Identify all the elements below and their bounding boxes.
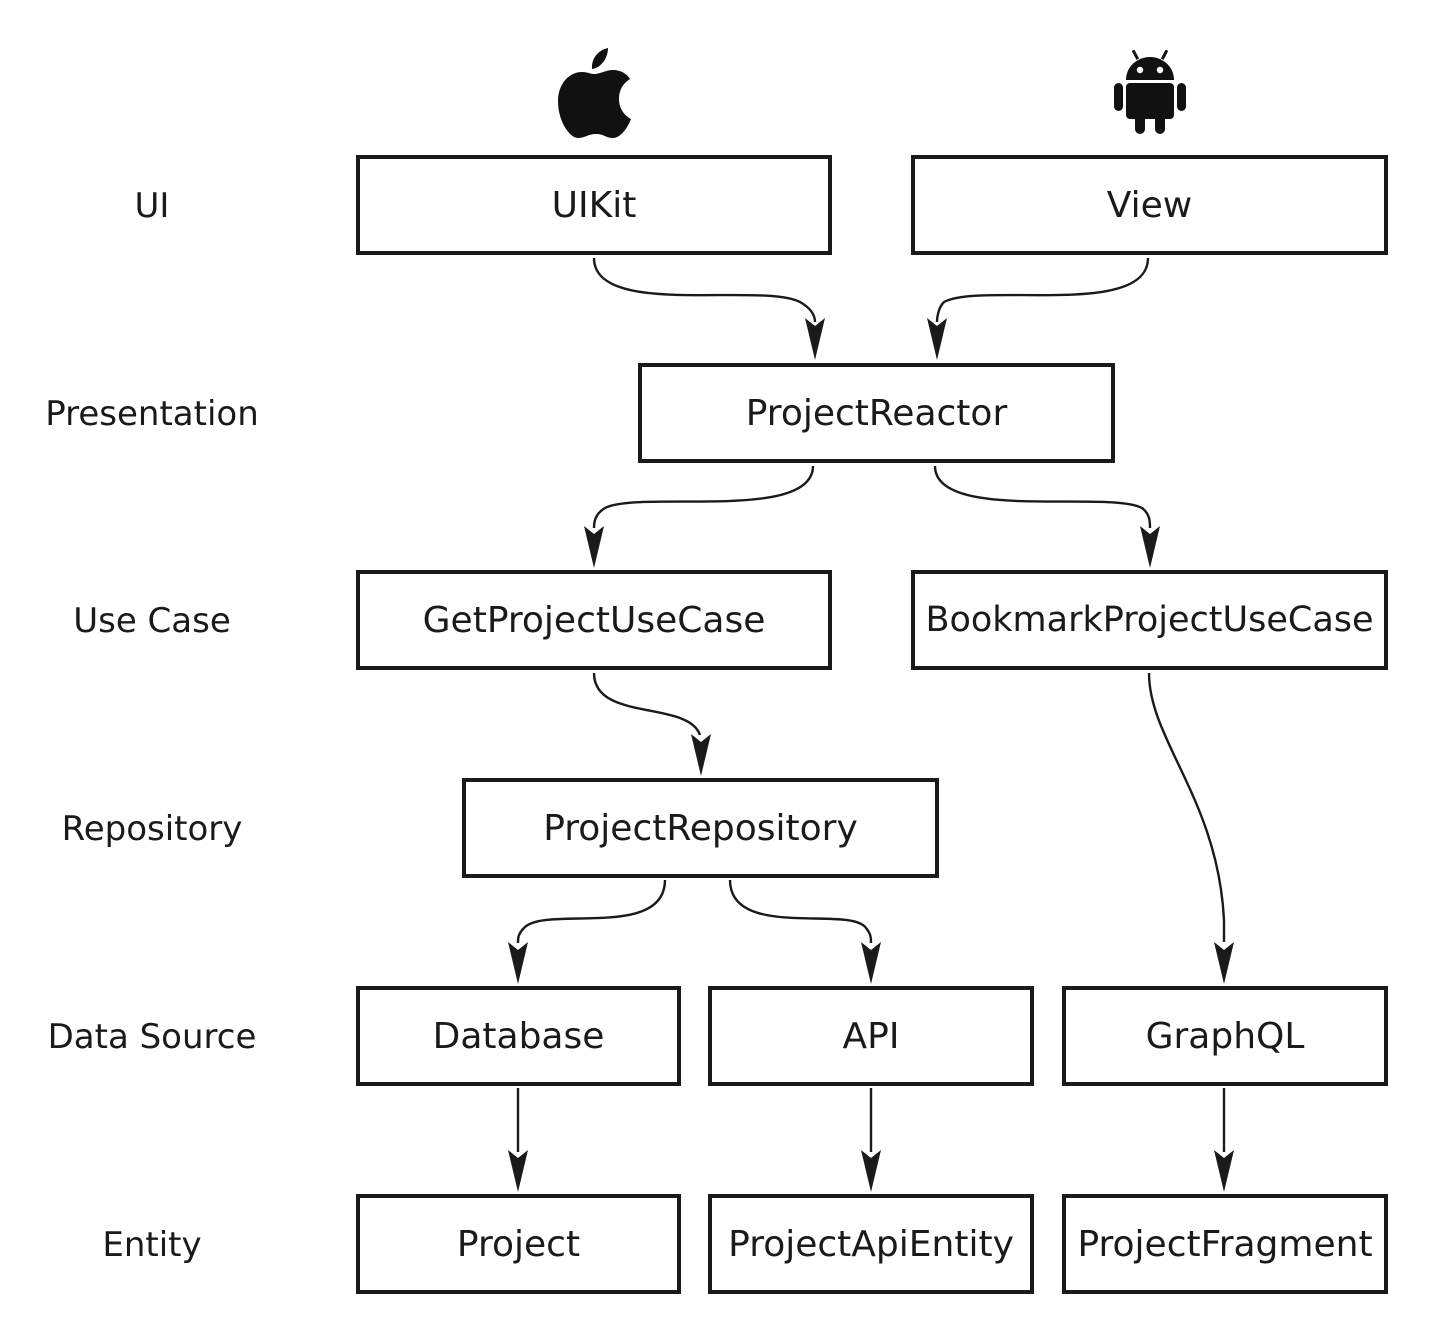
node-api: API	[708, 986, 1034, 1086]
node-project-repository: ProjectRepository	[462, 778, 939, 878]
arrowhead	[927, 318, 947, 360]
edge-project-repository-to-api	[728, 879, 873, 944]
node-graphql: GraphQL	[1062, 986, 1388, 1086]
edge-project-reactor-to-bookmark-project-use-case	[933, 465, 1152, 529]
arrowhead	[805, 318, 825, 360]
arrowhead	[861, 942, 881, 984]
node-project: Project	[356, 1194, 681, 1294]
apple-logo-icon	[558, 48, 631, 138]
edge-get-project-use-case-to-project-repository	[592, 672, 702, 736]
layer-label-use-case: Use Case	[73, 601, 231, 641]
node-project-fragment: ProjectFragment	[1062, 1194, 1388, 1294]
arrowhead	[1140, 526, 1160, 568]
edge-project-reactor-to-get-project-use-case	[592, 465, 815, 529]
node-bookmark-project-use-case: BookmarkProjectUseCase	[911, 570, 1388, 670]
layer-label-repository: Repository	[61, 809, 243, 849]
layer-label-presentation: Presentation	[45, 394, 259, 434]
layer-label-entity: Entity	[102, 1225, 202, 1265]
android-robot-icon	[1114, 50, 1186, 134]
arrowhead	[508, 1150, 528, 1192]
edge-view-to-project-reactor	[935, 257, 1150, 323]
edge-uikit-to-project-reactor	[592, 257, 817, 323]
node-database: Database	[356, 986, 681, 1086]
node-project-reactor: ProjectReactor	[638, 363, 1115, 463]
node-view: View	[911, 155, 1388, 255]
arrowhead	[584, 526, 604, 568]
arrowhead	[691, 734, 711, 776]
edge-bookmark-project-use-case-to-graphql	[1147, 672, 1226, 942]
arrowhead	[1214, 1150, 1234, 1192]
node-uikit: UIKit	[356, 155, 832, 255]
layer-label-ui: UI	[134, 186, 170, 226]
edge-project-repository-to-database	[516, 879, 667, 944]
arrowhead	[1214, 942, 1234, 984]
arrowhead	[508, 942, 528, 984]
node-project-api-entity: ProjectApiEntity	[708, 1194, 1034, 1294]
node-get-project-use-case: GetProjectUseCase	[356, 570, 832, 670]
arrowhead	[861, 1150, 881, 1192]
layer-label-data-source: Data Source	[47, 1017, 257, 1057]
